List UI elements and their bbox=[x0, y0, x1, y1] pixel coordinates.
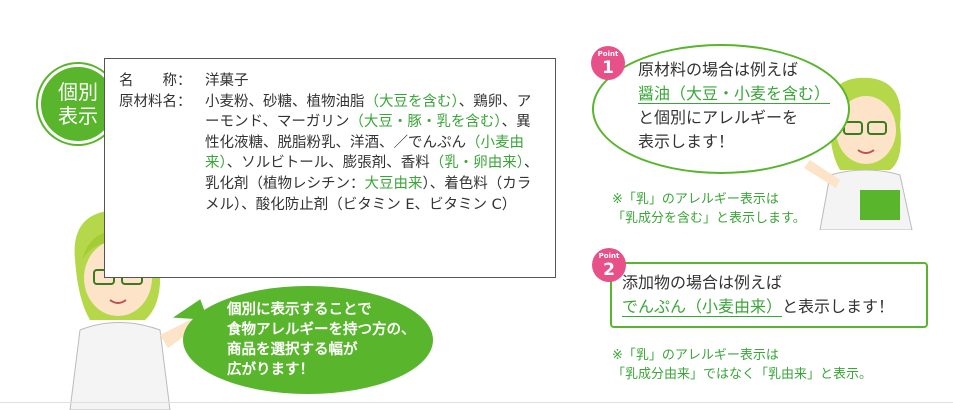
point2-line: 添加物の場合は例えば bbox=[622, 273, 783, 292]
note-line: 「乳成分由来」ではなく「乳由来」と表示。 bbox=[612, 367, 873, 382]
note-line: 「乳成分を含む」と表示します。 bbox=[612, 211, 806, 226]
point1-example-text: 醤油（大豆・小麦を含む） bbox=[638, 84, 831, 104]
ingredient-text: 、鶏卵、アーモンド、マーガリン bbox=[205, 93, 532, 131]
ingredient-text: 、異性化液糖、脱脂粉乳、洋酒、／でんぷん bbox=[205, 114, 531, 151]
point1-bubble: 原材料の場合は例えば 醤油（大豆・小麦を含む） と個別にアレルギーを 表示します… bbox=[592, 44, 850, 174]
point1-line: 原材料の場合は例えば bbox=[638, 60, 799, 79]
ingredient-text: 、乳化剤（植物レシチン： bbox=[205, 155, 539, 192]
allergen-text: 大豆由来 bbox=[364, 175, 423, 192]
ingredient-text: 小麦粉、砂糖、植物油脂 bbox=[205, 93, 365, 110]
divider bbox=[0, 402, 953, 403]
badge-line2: 表示 bbox=[58, 104, 98, 128]
speech-line: 商品を選択する幅が bbox=[227, 342, 358, 358]
ingredients-value: 小麦粉、砂糖、植物油脂（大豆を含む）、鶏卵、アーモンド、マーガリン（大豆・豚・乳… bbox=[205, 92, 543, 216]
note-line: ※「乳」のアレルギー表示は bbox=[612, 348, 779, 363]
name-value: 洋菓子 bbox=[205, 73, 249, 89]
point1-example: 醤油（大豆・小麦を含む） bbox=[638, 82, 848, 106]
point-number: 1 bbox=[602, 58, 614, 78]
ingredients-key: 原材料名： bbox=[119, 93, 192, 110]
food-label-box: 名 称： 洋菓子 原材料名： 小麦粉、砂糖、植物油脂（大豆を含む）、鶏卵、アーモ… bbox=[104, 58, 556, 278]
point2-example: でんぷん（小麦由来）と表示します！ bbox=[622, 295, 926, 319]
note-line: ※「乳」のアレルギー表示は bbox=[612, 192, 779, 207]
note2: ※「乳」のアレルギー表示は 「乳成分由来」ではなく「乳由来」と表示。 bbox=[612, 346, 872, 384]
point1-badge: Point 1 bbox=[591, 46, 625, 80]
allergen-text: （小麦由来） bbox=[205, 134, 524, 172]
point1-line: 表示します！ bbox=[638, 132, 735, 151]
speech-line: 広がります！ bbox=[227, 362, 314, 378]
point2-box: 添加物の場合は例えば でんぷん（小麦由来）と表示します！ bbox=[610, 262, 928, 328]
note1: ※「乳」のアレルギー表示は 「乳成分を含む」と表示します。 bbox=[612, 190, 806, 228]
speech-line: 食物アレルギーを持つ方の、 bbox=[227, 322, 416, 338]
allergen-text: （大豆を含む） bbox=[364, 93, 459, 110]
point1-line: と個別にアレルギーを bbox=[638, 108, 799, 127]
badge-line1: 個別 bbox=[58, 80, 98, 104]
point-word: Point bbox=[598, 252, 620, 260]
point2-badge: Point 2 bbox=[592, 248, 626, 282]
name-key: 名 称： bbox=[119, 73, 192, 89]
allergen-text: （乳・卵由来） bbox=[429, 155, 524, 172]
point-word: Point bbox=[597, 50, 619, 58]
allergen-text: （大豆・豚・乳を含む） bbox=[349, 114, 502, 131]
point2-line: と表示します！ bbox=[782, 297, 895, 316]
point-number: 2 bbox=[603, 260, 615, 280]
ingredient-text: ）、着色料（カラメル）、酸化防止剤（ビタミン E、ビタミン C） bbox=[205, 175, 532, 213]
speech-line: 個別に表示することで bbox=[227, 302, 372, 318]
speech-bubble: 個別に表示することで 食物アレルギーを持つ方の、 商品を選択する幅が 広がります… bbox=[183, 286, 433, 394]
point2-example-text: でんぷん（小麦由来） bbox=[622, 297, 783, 317]
ingredient-text: 、ソルビトール、膨張剤、香料 bbox=[226, 155, 430, 172]
